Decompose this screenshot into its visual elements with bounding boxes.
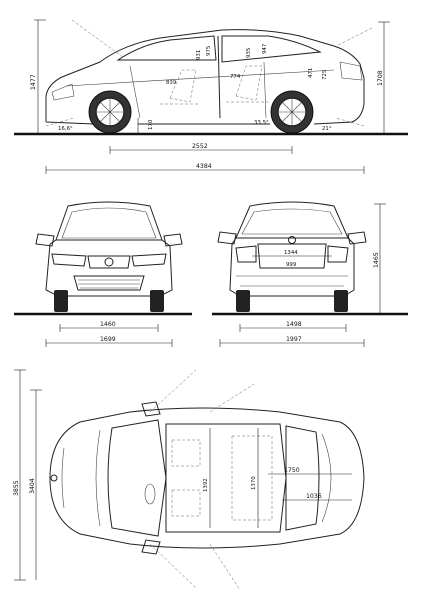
top-overall-length-b: 3404 <box>29 478 36 494</box>
side-taillight <box>339 61 363 81</box>
front-body <box>45 239 173 297</box>
rear-tyre-left <box>236 290 250 312</box>
front-tyre-right <box>150 290 164 312</box>
side-headroom-rear: 935 <box>246 48 252 58</box>
rear-width-lower: 999 <box>286 262 297 268</box>
front-greenhouse <box>55 201 163 241</box>
front-mirror-right <box>163 233 183 247</box>
side-overall-height: 1477 <box>30 74 37 90</box>
side-roof-height: 1708 <box>377 70 384 86</box>
top-rear-window <box>285 425 320 531</box>
rear-body <box>229 237 355 297</box>
top-door-open-upper <box>149 369 255 413</box>
rear-mirror-right <box>347 231 367 245</box>
rear-width-upper: 1344 <box>284 250 298 256</box>
side-windows <box>116 35 322 63</box>
side-belt-line <box>65 69 335 87</box>
top-hood <box>61 429 101 527</box>
front-headlight-right <box>131 253 167 267</box>
side-interior-seats <box>160 65 268 105</box>
front-logo <box>104 257 114 267</box>
top-logo <box>50 474 58 482</box>
rear-bumper <box>236 275 348 287</box>
top-mirror-lower <box>141 539 161 555</box>
top-roof <box>165 423 287 533</box>
front-track: 1460 <box>100 321 116 328</box>
rear-logo <box>288 236 296 244</box>
side-headroom-front-b: 975 <box>206 46 212 56</box>
side-headlight <box>51 83 75 101</box>
side-wheelbase: 2552 <box>192 143 208 150</box>
side-trunk-a: 471 <box>308 68 314 78</box>
front-width: 1699 <box>100 336 116 343</box>
rear-taillight-left <box>235 245 257 263</box>
top-trunk-length: 1750 <box>284 467 300 474</box>
rear-height: 1465 <box>373 252 380 268</box>
side-rear-spokes <box>278 98 306 126</box>
top-seats <box>171 435 273 521</box>
rear-width-mirrors: 1997 <box>286 336 302 343</box>
front-grille <box>87 255 131 269</box>
top-inner-width-rear-label: 1370 <box>251 476 257 490</box>
rear-window <box>241 208 343 235</box>
top-body-outline <box>49 407 365 549</box>
front-headlight-left <box>51 253 87 267</box>
top-overall-length: 3855 <box>13 480 20 496</box>
side-rear-legroom: 33,5° <box>254 120 269 126</box>
side-rear-angle: 21° <box>322 126 332 132</box>
side-headroom-rear-b: 947 <box>262 44 268 54</box>
front-tyre-left <box>54 290 68 312</box>
rear-track: 1498 <box>286 321 302 328</box>
top-mirror-upper <box>141 401 161 417</box>
rear-greenhouse <box>235 201 349 239</box>
side-overall-length: 4384 <box>196 163 212 170</box>
rear-mirror-left <box>217 231 237 245</box>
top-trunk <box>321 433 332 523</box>
top-inner-width-front-label: 1392 <box>203 478 209 492</box>
front-windshield <box>61 207 157 239</box>
top-windshield <box>107 419 167 537</box>
front-mirror-left <box>35 233 55 247</box>
side-front-spokes <box>96 98 124 126</box>
side-trunk-b: 725 <box>322 70 328 80</box>
side-body-outline <box>45 29 365 125</box>
side-headroom-front: 931 <box>196 50 202 60</box>
rear-taillight-right <box>327 245 349 263</box>
side-interior-length: 774 <box>230 74 241 80</box>
top-steering-wheel <box>144 483 156 505</box>
side-door-line <box>129 61 267 119</box>
top-door-open-lower <box>149 543 241 591</box>
rear-tyre-right <box>334 290 348 312</box>
side-interior-front: 839 <box>166 80 177 86</box>
side-front-angle: 16,6° <box>58 126 73 132</box>
side-ground-clearance: 170 <box>148 119 154 130</box>
rear-trunk-lid <box>257 243 327 269</box>
top-trunk-width: 1036 <box>306 493 322 500</box>
front-lower-grille <box>73 275 145 291</box>
